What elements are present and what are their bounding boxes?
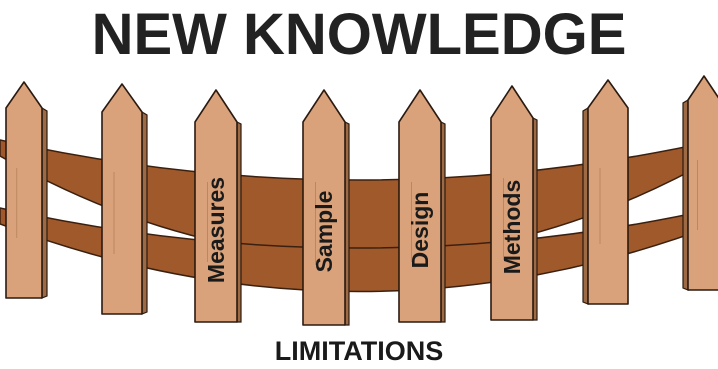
fence-picket: Sample [303, 90, 349, 325]
fence-picket: Methods [491, 86, 537, 320]
fence-picket [583, 80, 628, 304]
picket-label-measures: Measures [203, 177, 229, 283]
picket-label-methods: Methods [499, 180, 525, 275]
fence-picket [6, 82, 47, 298]
fence-picket: Design [399, 90, 445, 322]
fence-picket: Measures [195, 90, 241, 322]
fence-picket [683, 76, 718, 290]
fence-picket [102, 84, 147, 314]
picket-label-sample: Sample [311, 191, 337, 273]
picket-label-design: Design [407, 192, 433, 269]
diagram-footer: LIMITATIONS [0, 336, 718, 366]
